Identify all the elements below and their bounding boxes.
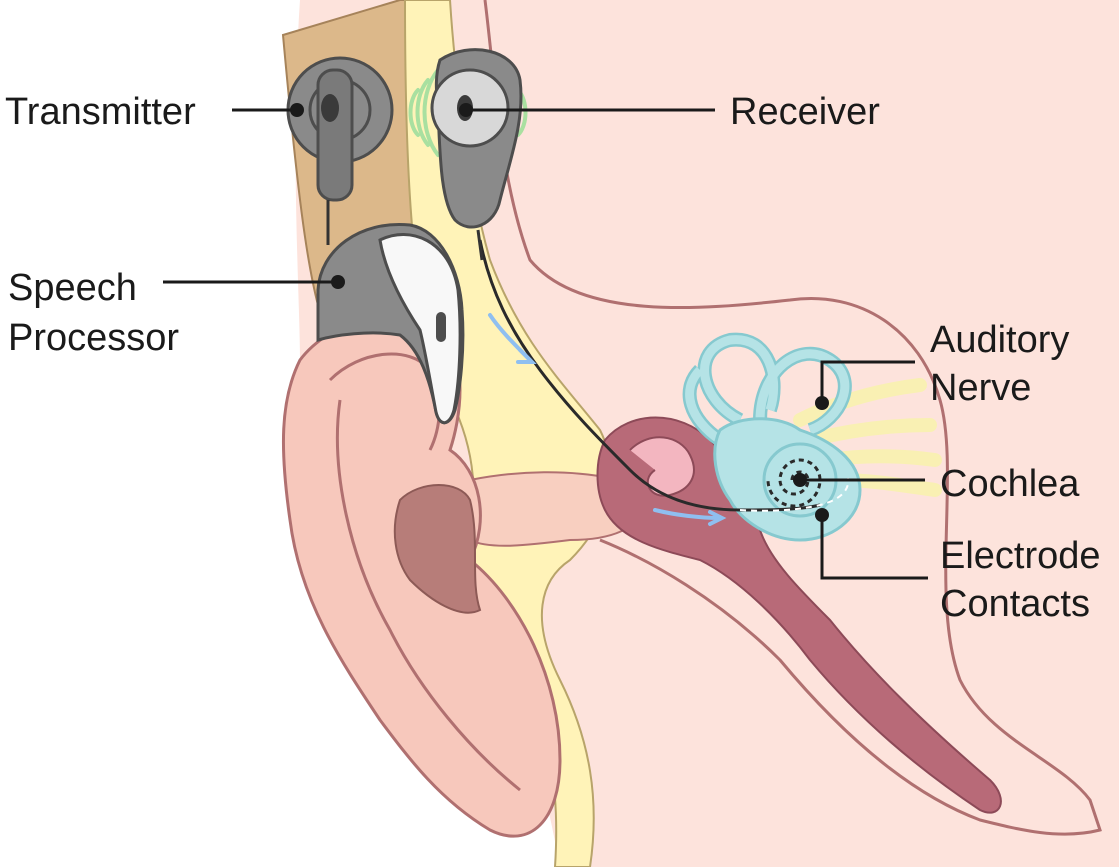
label-cochlea: Cochlea <box>940 463 1080 505</box>
label-receiver: Receiver <box>730 91 880 133</box>
label-speech-processor-line1: Speech <box>8 267 137 309</box>
label-auditory-nerve-line2: Nerve <box>930 367 1031 409</box>
label-speech-processor-line2: Processor <box>8 317 179 359</box>
label-electrode-contacts-line2: Contacts <box>940 583 1090 625</box>
label-auditory-nerve-line1: Auditory <box>930 319 1069 361</box>
label-electrode-contacts-line1: Electrode <box>940 535 1101 577</box>
label-transmitter: Transmitter <box>5 91 196 133</box>
